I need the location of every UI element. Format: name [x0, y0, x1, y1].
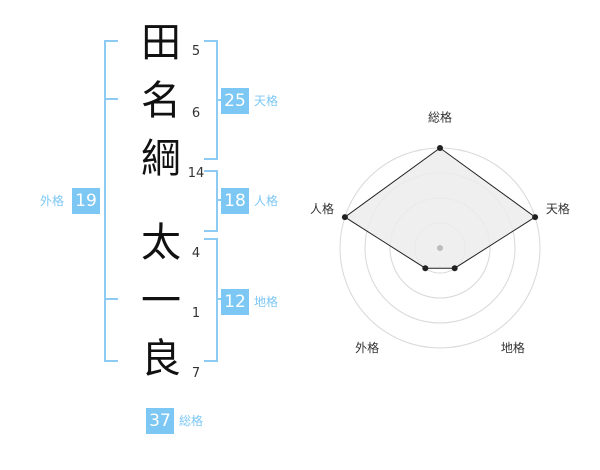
- name-char-5: 一: [141, 278, 181, 324]
- radar-axis-label: 外格: [355, 340, 379, 355]
- radar-data-point: [341, 214, 348, 221]
- jinkaku-bracket: [204, 170, 218, 232]
- radar-center-point: [437, 245, 443, 251]
- chikaku-value: 12: [221, 289, 249, 315]
- bracket-tick: [106, 98, 118, 100]
- gaikaku-bracket: [104, 40, 118, 362]
- radar-axis-label: 人格: [310, 201, 334, 216]
- soukaku-value: 37: [146, 408, 174, 434]
- chikaku-bracket: [204, 238, 218, 362]
- stroke-count-5: 1: [191, 306, 201, 321]
- name-char-2: 名: [141, 78, 181, 124]
- bracket-connector: [216, 199, 222, 201]
- radar-data-point: [422, 265, 429, 272]
- gaikaku-value: 19: [72, 188, 100, 214]
- tenkaku-value: 25: [221, 88, 249, 114]
- stroke-count-1: 5: [191, 44, 201, 59]
- jinkaku-label: 人格: [254, 194, 279, 208]
- stroke-count-2: 6: [191, 106, 201, 121]
- gaikaku-label: 外格: [40, 194, 65, 208]
- radar-axis-label: 総格: [428, 110, 452, 125]
- radar-data-point: [532, 214, 539, 221]
- radar-data-point: [451, 265, 458, 272]
- name-char-6: 良: [141, 336, 181, 382]
- bracket-connector: [216, 99, 222, 101]
- radar-data-point: [437, 145, 443, 151]
- soukaku-label: 総格: [179, 414, 204, 428]
- stroke-count-3: 14: [187, 166, 205, 181]
- radar-data-polygon: [344, 147, 536, 269]
- chikaku-label: 地格: [254, 295, 279, 309]
- tenkaku-label: 天格: [254, 94, 279, 108]
- jinkaku-value: 18: [221, 188, 249, 214]
- bracket-connector: [216, 298, 222, 300]
- radar-axis-label: 地格: [501, 340, 525, 355]
- name-char-1: 田: [141, 20, 181, 66]
- stroke-count-6: 7: [191, 366, 201, 381]
- name-char-4: 太: [141, 220, 181, 266]
- name-char-3: 綱: [141, 136, 181, 182]
- radar-axis-label: 天格: [546, 201, 570, 216]
- bracket-tick: [106, 298, 118, 300]
- stroke-count-4: 4: [191, 246, 201, 261]
